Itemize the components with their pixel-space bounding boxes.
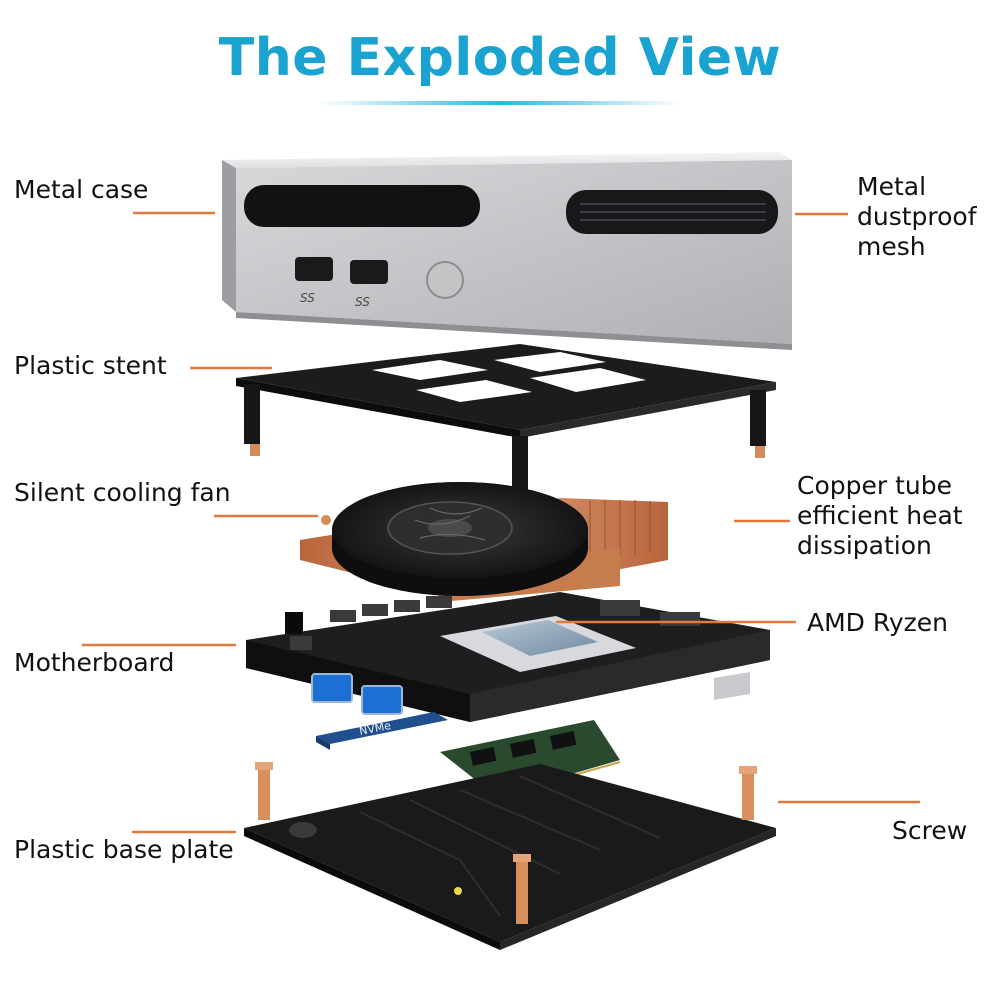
label-line: mesh xyxy=(857,232,926,261)
label-plastic-base-plate: Plastic base plate xyxy=(14,835,234,864)
cooling-assembly xyxy=(300,482,668,602)
motherboard xyxy=(246,592,770,722)
screw-icon xyxy=(739,766,757,820)
label-silent-cooling-fan: Silent cooling fan xyxy=(14,478,231,507)
power-button-icon xyxy=(426,261,464,299)
label-line: Copper tube xyxy=(797,471,952,500)
usb-marking: SS xyxy=(300,291,315,305)
screw-icon xyxy=(255,762,273,820)
ssd-marking: NVMe xyxy=(358,719,392,738)
usb-port-icon xyxy=(361,685,403,715)
label-line: dissipation xyxy=(797,531,932,560)
front-vent-left xyxy=(244,185,480,227)
cpu-chip xyxy=(440,616,636,672)
plastic-stent xyxy=(236,344,776,510)
title-underline xyxy=(320,101,680,105)
label-motherboard: Motherboard xyxy=(14,648,175,677)
label-plastic-stent: Plastic stent xyxy=(14,351,167,380)
base-plate xyxy=(244,762,776,950)
page-title: The Exploded View xyxy=(218,28,782,88)
usb-port-icon xyxy=(295,257,333,281)
screw-icon xyxy=(513,854,531,924)
usb-port-icon xyxy=(350,260,388,284)
label-line: efficient heat xyxy=(797,501,963,530)
usb-port-icon xyxy=(311,673,353,703)
label-copper-tube: Copper tube efficient heat dissipation xyxy=(797,471,963,561)
dustproof-mesh xyxy=(566,190,778,234)
metal-case: SS SS xyxy=(222,152,792,350)
label-amd-ryzen: AMD Ryzen xyxy=(807,608,949,637)
label-line: Metal xyxy=(857,172,927,201)
cooling-fan xyxy=(332,482,588,596)
nvme-ssd: NVMe xyxy=(316,712,448,750)
label-screw: Screw xyxy=(892,816,968,845)
usb-marking: SS xyxy=(355,295,370,309)
leader-lines xyxy=(82,211,920,834)
label-line: dustproof xyxy=(857,202,977,231)
label-metal-dustproof-mesh: Metal dustproof mesh xyxy=(857,172,977,262)
label-metal-case: Metal case xyxy=(14,175,149,204)
